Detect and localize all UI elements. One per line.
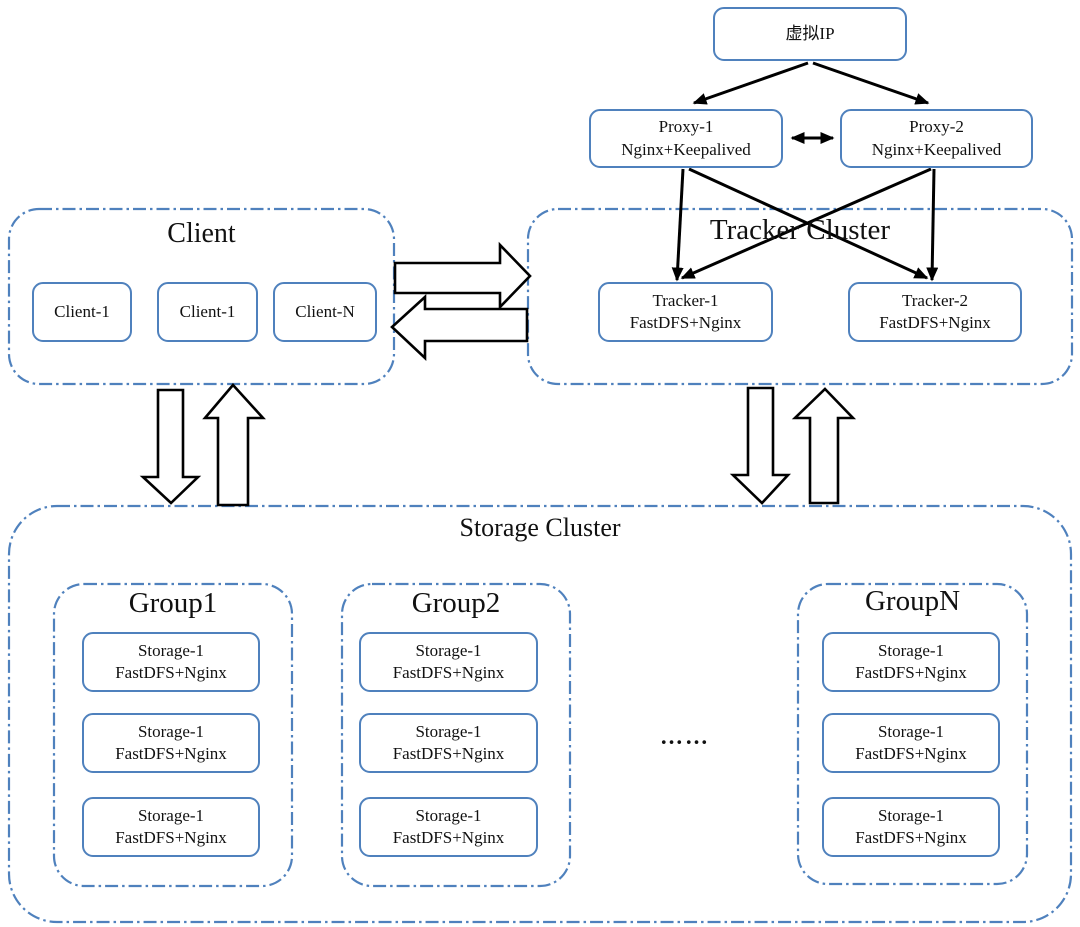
- client-cluster-border: [7, 207, 396, 386]
- group-2-storage-1-node: Storage-1 FastDFS+Nginx: [359, 632, 538, 692]
- storage-node-stack: FastDFS+Nginx: [855, 828, 967, 847]
- storage-node-stack: FastDFS+Nginx: [392, 663, 505, 682]
- more-groups-ellipsis: ……: [660, 724, 710, 749]
- client-to-tracker-block-arrow: [393, 241, 532, 311]
- storage-node-name: Storage-1: [415, 805, 482, 825]
- group-1-border: [52, 582, 294, 888]
- group-2-title: Group2: [411, 587, 501, 619]
- tracker-1-node: Tracker-1 FastDFS+Nginx: [598, 282, 773, 342]
- vip-to-proxy2-arrow: [812, 61, 930, 105]
- storage-node-name: Storage-1: [415, 640, 482, 660]
- tracker-2-name: Tracker-2: [901, 290, 969, 310]
- storage-cluster-border: [7, 504, 1073, 924]
- group-n-border: [796, 582, 1029, 886]
- tracker-1-name: Tracker-1: [652, 290, 719, 310]
- storage-node-stack: FastDFS+Nginx: [392, 828, 505, 847]
- tracker-2-stack: FastDFS+Nginx: [879, 313, 991, 332]
- proxy-2-node: Proxy-2 Nginx+Keepalived: [840, 109, 1033, 168]
- storage-node-stack: FastDFS+Nginx: [855, 663, 967, 682]
- client-cluster-title: Client: [167, 218, 236, 249]
- client-n-node: Client-N: [273, 282, 377, 342]
- virtual-ip-label: 虚拟IP: [785, 23, 835, 43]
- storage-cluster-title: Storage Cluster: [459, 513, 621, 542]
- proxy2-to-tracker1-arrow: [680, 167, 932, 280]
- group-n-title: GroupN: [864, 585, 961, 617]
- group-n-storage-1-node: Storage-1 FastDFS+Nginx: [822, 632, 1000, 692]
- vip-to-proxy1-arrow: [692, 61, 809, 105]
- group-1-storage-3-node: Storage-1 FastDFS+Nginx: [82, 797, 260, 857]
- tracker-2-node: Tracker-2 FastDFS+Nginx: [848, 282, 1022, 342]
- client-1-label: Client-1: [54, 301, 110, 321]
- group-1-storage-2-node: Storage-1 FastDFS+Nginx: [82, 713, 260, 773]
- client-2-label: Client-1: [179, 301, 236, 321]
- storage-to-client-up-arrow: [202, 383, 266, 507]
- proxy-2-stack: Nginx+Keepalived: [871, 139, 1002, 159]
- client-to-storage-down-arrow: [139, 388, 202, 505]
- storage-node-name: Storage-1: [137, 805, 205, 825]
- storage-node-stack: FastDFS+Nginx: [115, 828, 227, 847]
- storage-node-name: Storage-1: [877, 805, 945, 825]
- client-2-node: Client-1: [157, 282, 258, 342]
- storage-node-stack: FastDFS+Nginx: [115, 663, 227, 682]
- tracker-cluster-title: Tracker Cluster: [709, 214, 891, 246]
- tracker-to-storage-down-arrow: [729, 386, 791, 505]
- proxy-2-name: Proxy-2: [909, 117, 964, 137]
- storage-node-stack: FastDFS+Nginx: [855, 744, 967, 763]
- storage-node-name: Storage-1: [137, 721, 205, 741]
- proxy-1-name: Proxy-1: [658, 117, 714, 137]
- group-1-storage-1-node: Storage-1 FastDFS+Nginx: [82, 632, 260, 692]
- storage-node-name: Storage-1: [137, 640, 205, 660]
- group-n-storage-2-node: Storage-1 FastDFS+Nginx: [822, 713, 1000, 773]
- virtual-ip-node: 虚拟IP: [713, 7, 907, 61]
- client-n-label: Client-N: [295, 301, 355, 321]
- storage-node-name: Storage-1: [877, 721, 945, 741]
- storage-node-name: Storage-1: [877, 640, 945, 660]
- proxy1-to-tracker1-arrow: [671, 168, 685, 282]
- storage-node-stack: FastDFS+Nginx: [115, 744, 227, 763]
- storage-node-stack: FastDFS+Nginx: [392, 744, 505, 763]
- proxy2-to-tracker2-arrow: [926, 168, 939, 282]
- proxy-1-stack: Nginx+Keepalived: [621, 139, 751, 159]
- proxy-1-node: Proxy-1 Nginx+Keepalived: [589, 109, 783, 168]
- tracker-1-stack: FastDFS+Nginx: [629, 313, 742, 332]
- group-2-border: [340, 582, 572, 888]
- storage-to-tracker-up-arrow: [791, 387, 857, 505]
- tracker-to-client-block-arrow: [390, 294, 529, 362]
- group-2-storage-2-node: Storage-1 FastDFS+Nginx: [359, 713, 538, 773]
- storage-node-name: Storage-1: [415, 721, 482, 741]
- group-n-storage-3-node: Storage-1 FastDFS+Nginx: [822, 797, 1000, 857]
- client-1-node: Client-1: [32, 282, 132, 342]
- group-1-title: Group1: [128, 587, 218, 619]
- tracker-cluster-border: [526, 207, 1074, 386]
- group-2-storage-3-node: Storage-1 FastDFS+Nginx: [359, 797, 538, 857]
